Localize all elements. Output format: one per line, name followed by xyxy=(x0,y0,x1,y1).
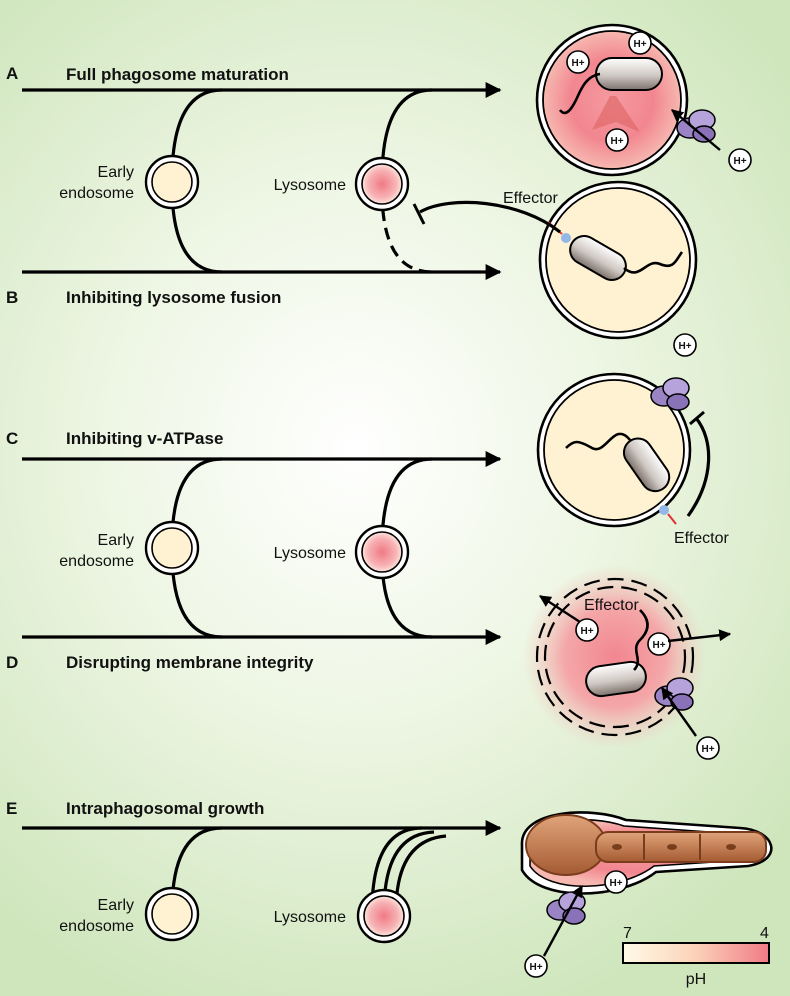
ph-scale-left: 7 xyxy=(623,925,632,942)
svg-text:H+: H+ xyxy=(678,341,691,352)
effector-label-b: Effector xyxy=(503,190,559,207)
proton-icon xyxy=(605,128,629,152)
inhibition-bar-icon xyxy=(689,410,705,426)
svg-text:H+: H+ xyxy=(571,58,584,69)
ph-scale-label: pH xyxy=(686,971,706,988)
proton-icon xyxy=(628,31,652,55)
effector-inhibition-c xyxy=(686,416,711,517)
svg-text:H+: H+ xyxy=(610,136,623,147)
v-atpase-icon xyxy=(546,891,586,925)
proton-icon xyxy=(566,50,590,74)
panel-e-letter: E xyxy=(6,799,17,818)
early-endosome-label-line2: endosome xyxy=(59,553,134,570)
svg-text:H+: H+ xyxy=(529,962,542,973)
proton-icon xyxy=(524,954,548,978)
effector-label-d: Effector xyxy=(584,597,640,614)
blocked-lysosome-fusion xyxy=(380,189,433,274)
panel-e: E Intraphagosomal growth Early endosome … xyxy=(6,799,773,988)
panel-a-letter: A xyxy=(6,64,18,83)
lysosome-label: Lysosome xyxy=(274,909,346,926)
proton-icon xyxy=(575,618,599,642)
ph-scale-legend: 7 4 pH xyxy=(622,925,770,988)
panel-a-title: Full phagosome maturation xyxy=(66,65,289,84)
proton-icon xyxy=(604,870,628,894)
effector-inhibition-b xyxy=(419,200,561,234)
arrested-phagosome xyxy=(538,180,698,340)
early-endosome-label-line1: Early xyxy=(98,164,134,181)
fungal-phagosome: H+ H+ xyxy=(520,811,773,978)
ph-gradient-bar xyxy=(622,942,770,964)
panel-a-b: A Full phagosome maturation B Inhibiting… xyxy=(6,23,752,340)
ph-scale-right: 4 xyxy=(760,925,769,942)
panel-d-title: Disrupting membrane integrity xyxy=(66,653,314,672)
proton-icon xyxy=(728,148,752,172)
effector-label-c: Effector xyxy=(674,530,730,547)
lysosome-label: Lysosome xyxy=(274,545,346,562)
early-endosome-label-line2: endosome xyxy=(59,185,134,202)
proton-icon xyxy=(696,736,720,760)
proton-icon xyxy=(673,333,697,357)
early-endosome-label-line2: endosome xyxy=(59,918,134,935)
panel-e-title: Intraphagosomal growth xyxy=(66,799,264,818)
svg-text:H+: H+ xyxy=(633,39,646,50)
panel-c-title: Inhibiting v-ATPase xyxy=(66,429,223,448)
panel-c-letter: C xyxy=(6,429,18,448)
panel-d-letter: D xyxy=(6,653,18,672)
svg-text:H+: H+ xyxy=(701,744,714,755)
panel-b-title: Inhibiting lysosome fusion xyxy=(66,288,281,307)
svg-text:H+: H+ xyxy=(733,156,746,167)
panel-c-d: C Inhibiting v-ATPase D Disrupting membr… xyxy=(6,333,732,760)
svg-text:H+: H+ xyxy=(609,878,622,889)
non-acidified-phagosome: H+ xyxy=(536,333,697,528)
mature-phagosome: H+ H+ H+ H+ xyxy=(535,23,752,177)
proton-icon xyxy=(647,632,671,656)
early-endosome-label-line1: Early xyxy=(98,897,134,914)
inhibition-bar-icon xyxy=(412,203,426,225)
v-atpase-icon xyxy=(650,377,690,411)
early-endosome-label-line1: Early xyxy=(98,532,134,549)
lysosome-label: Lysosome xyxy=(274,177,346,194)
leaky-phagosome: H+ H+ H+ xyxy=(523,565,732,760)
svg-text:H+: H+ xyxy=(580,626,593,637)
panel-b-letter: B xyxy=(6,288,18,307)
v-atpase-icon xyxy=(676,109,716,143)
svg-text:H+: H+ xyxy=(652,640,665,651)
